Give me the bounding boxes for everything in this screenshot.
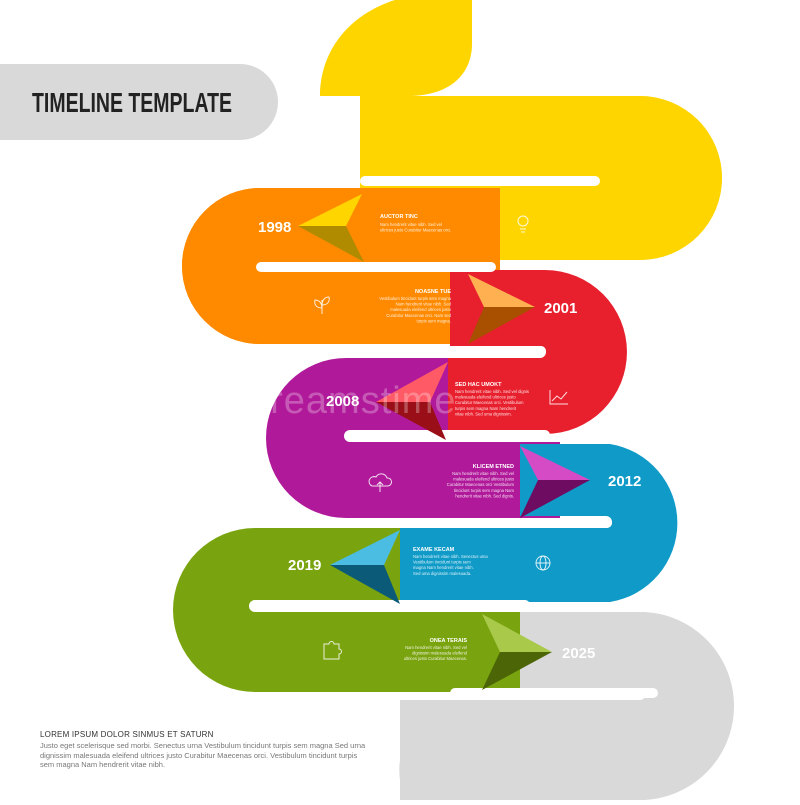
milestone-body-line: Nam hendrerit vitae nibh. Sed vel [452, 471, 514, 476]
chart-icon [549, 390, 568, 405]
arrow-2008 [376, 362, 448, 440]
arrow-1998 [298, 194, 364, 262]
milestone-body-line: dignissim malesuada eleifend [412, 651, 468, 656]
milestone-body-line: Vestibulum tincidunt turpis sem [413, 560, 471, 565]
milestone-body-line: Nam hendrerit vitae nibh. Sed vel [380, 222, 442, 227]
milestone-heading: SED HAC UMOKT [455, 382, 502, 388]
year-1998: 1998 [258, 219, 291, 236]
footer-body: Justo eget scelerisque sed morbi. Senect… [40, 741, 366, 769]
milestone-body-line: Vestibulum tincidunt turpis sem magna [379, 296, 451, 301]
milestone-heading: KLICEM ETNED [473, 464, 514, 470]
band-grey-curve [400, 612, 734, 800]
band-magenta [266, 358, 560, 518]
milestone-body-line: Nam hendrerit vitae nibh. Sed vel [405, 645, 467, 650]
globe-icon [535, 555, 551, 571]
year-2012: 2012 [608, 473, 641, 490]
plant-icon [314, 296, 330, 314]
gap-line [330, 518, 612, 528]
arrow-2012 [520, 446, 590, 518]
milestone-body-line: malesuada eleifend ultrices justo [453, 477, 514, 482]
milestone-heading: NOASNE TUE [415, 289, 451, 295]
arrow-2001 [468, 274, 535, 344]
year-2001: 2001 [544, 300, 577, 317]
year-2019: 2019 [288, 557, 321, 574]
milestone-body-line: magna Nam hendrerit vitae nibh. [413, 565, 474, 570]
gap-line [300, 346, 546, 356]
gap-line [346, 430, 550, 440]
gap-line [360, 176, 600, 186]
milestone-heading: AUCTOR TINC [380, 214, 418, 220]
band-green [173, 528, 520, 692]
milestone-body-line: Sed uma dignissim malesuada. [413, 571, 471, 576]
gap-line [256, 262, 496, 272]
arrow-2019 [330, 530, 400, 604]
milestone-body-line: Curabitur Maecenas orci. Vestibulum [455, 400, 524, 405]
milestone-body-line: hendrerit vitae nibh. Sed dignis. [455, 493, 514, 498]
milestone-body-line: Curabitur Maecenas orci Vestibulum [447, 482, 515, 487]
arrow-2025 [482, 614, 552, 690]
page-title: TIMELINE TEMPLATE [32, 87, 232, 118]
milestone-body-line: ultrices justo Curabitur Maecenas orci. [380, 228, 451, 233]
milestone-body-line: malesuada eleifend ultrices justo [390, 307, 451, 312]
cloud-upload-icon [368, 473, 392, 492]
milestone-heading: ONEA TERAIS [430, 638, 468, 644]
milestone-body-line: malesuada eleifend ultrices justo [455, 395, 516, 400]
gap-line [250, 600, 530, 610]
milestone-body-line: Curabitur Maecenas orci. Nam sed [386, 313, 451, 318]
gap-line [450, 688, 658, 698]
milestone-body-line: Nam hendrerit vitae nibh. Senectus uma [413, 554, 488, 559]
year-2025: 2025 [562, 645, 595, 662]
milestone-body-text: Nam hendrerit vitae nibh. Sed velultrice… [379, 222, 529, 661]
band-red [430, 270, 627, 434]
milestone-body-line: ultrices justo Curabitur Maecenas. [404, 656, 467, 661]
milestone-heading: EXAME KECAM [413, 547, 455, 553]
lightbulb-icon [517, 215, 529, 233]
milestone-body-line: turpis sem magna Nam hendrerit [455, 406, 517, 411]
band-orange-main [182, 188, 500, 344]
milestone-body-line: tincidunt turpis sem magna Nam [454, 488, 515, 493]
footer: LOREM IPSUM DOLOR SINMUS ET SATURN Justo… [40, 730, 370, 770]
footer-title: LOREM IPSUM DOLOR SINMUS ET SATURN [40, 730, 214, 739]
year-2008: 2008 [326, 393, 359, 410]
milestone-body-line: turpis sem magna. [417, 318, 451, 323]
milestone-body-line: Nam hendrerit vitae nibh. Sed vel dignis [455, 389, 529, 394]
band-blue [360, 444, 678, 602]
milestone-body-line: vitae nibh. Sed uma dignissim. [455, 411, 512, 416]
title-pill [0, 64, 278, 140]
puzzle-icon [323, 641, 342, 660]
milestone-body-line: Nam hendrerit vitae nibh. Sed [396, 302, 452, 307]
